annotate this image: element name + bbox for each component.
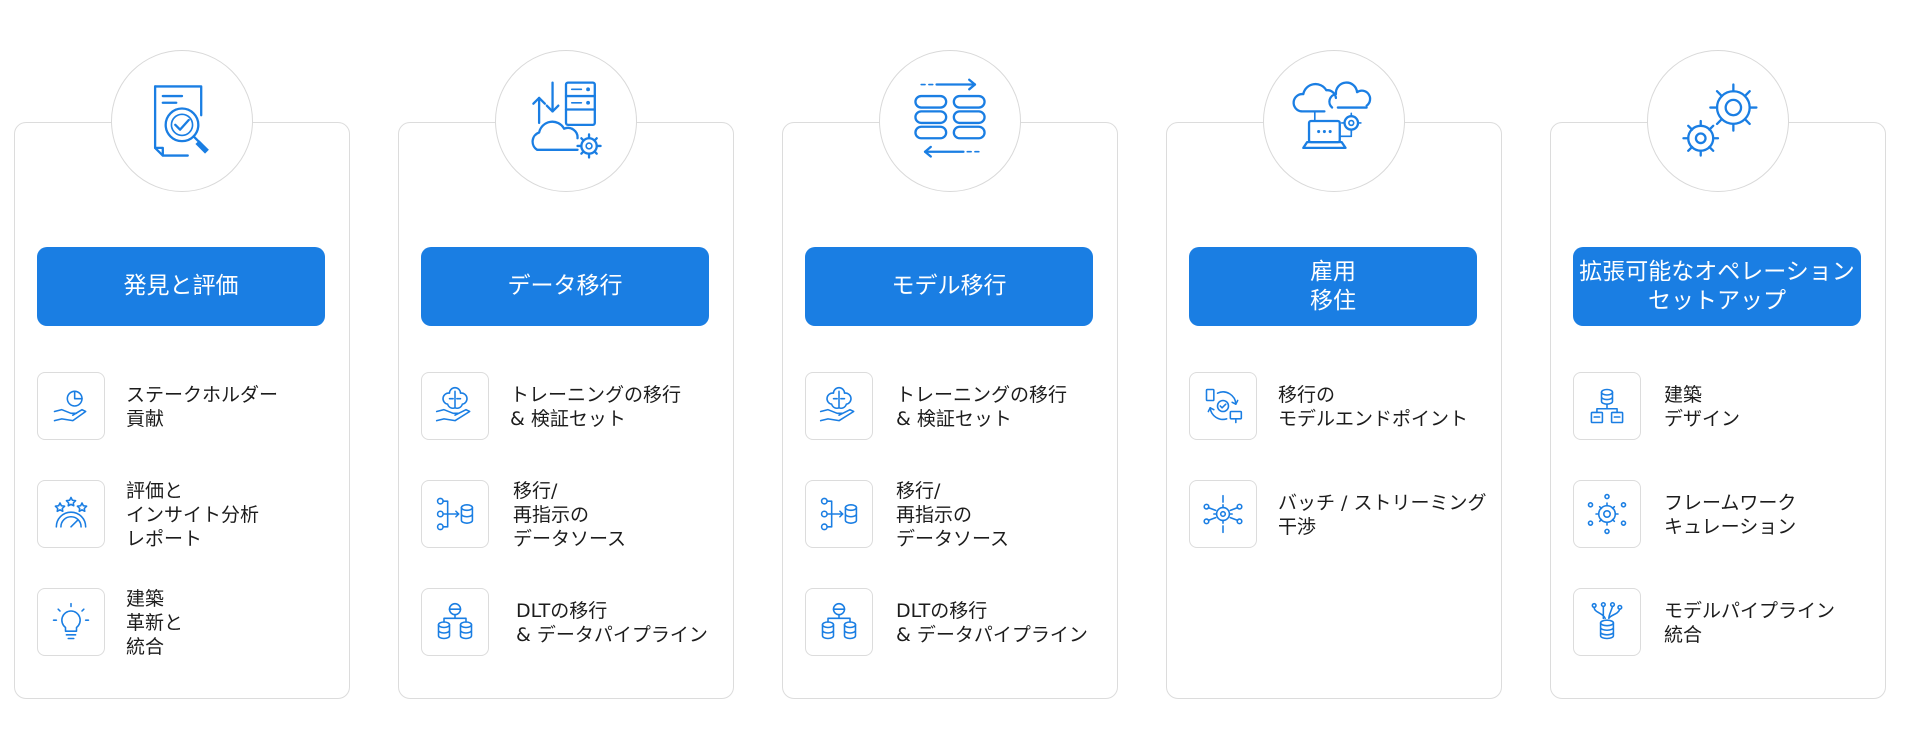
item-label: フレームワーク キュレーション — [1664, 492, 1797, 538]
item-label: 移行/ 再指示の データソース — [513, 480, 627, 550]
column-title: 拡張可能なオペレーション セットアップ — [1573, 247, 1861, 326]
nodes-to-database-icon — [421, 480, 489, 548]
list-item: DLTの移行 & データパイプライン — [805, 588, 1105, 658]
item-label: 移行/ 再指示の データソース — [896, 480, 1010, 550]
list-item: モデルパイプライン 統合 — [1573, 588, 1873, 658]
list-item: 建築 革新と 統合 — [37, 588, 337, 658]
item-label: ステークホルダー 貢献 — [126, 384, 279, 430]
column-scalable-operations: 拡張可能なオペレーション セットアップ 建築 デザイン — [1550, 0, 1886, 746]
list-item: ステークホルダー 貢献 — [37, 372, 337, 442]
hand-brain-icon — [805, 372, 873, 440]
item-label: モデルパイプライン 統合 — [1664, 600, 1836, 646]
cloud-server-transfer-icon — [495, 50, 637, 192]
item-label: 移行の モデルエンドポイント — [1278, 384, 1469, 430]
list-item: 移行の モデルエンドポイント — [1189, 372, 1489, 442]
item-label: バッチ / ストリーミング 干渉 — [1278, 492, 1487, 538]
column-deployment: 雇用 移住 移行の モデルエンドポイント — [1166, 0, 1502, 746]
item-label: 建築 革新と 統合 — [126, 588, 184, 658]
hand-pie-chart-icon — [37, 372, 105, 440]
list-item: DLTの移行 & データパイプライン — [421, 588, 721, 658]
list-item: 移行/ 再指示の データソース — [421, 480, 721, 550]
gauge-stars-icon — [37, 480, 105, 548]
lightbulb-icon — [37, 588, 105, 656]
column-data-migration: データ移行 トレーニングの移行 & 検証セット 移行/ 再指示の データソース — [398, 0, 734, 746]
pipeline-database-icon — [1573, 588, 1641, 656]
item-label: DLTの移行 & データパイプライン — [516, 600, 708, 646]
column-title: モデル移行 — [805, 247, 1093, 326]
database-transfer-arrows-icon — [879, 50, 1021, 192]
item-label: 評価と インサイト分析 レポート — [126, 480, 260, 550]
column-title: 雇用 移住 — [1189, 247, 1477, 326]
gear-network-icon — [1189, 480, 1257, 548]
list-item: 建築 デザイン — [1573, 372, 1873, 442]
item-label: 建築 デザイン — [1664, 384, 1741, 430]
nodes-to-database-icon — [805, 480, 873, 548]
column-title: データ移行 — [421, 247, 709, 326]
cloud-laptop-gear-icon — [1263, 50, 1405, 192]
gears-icon — [1647, 50, 1789, 192]
column-model-migration: モデル移行 トレーニングの移行 & 検証セット 移行/ 再指示の データソース — [782, 0, 1118, 746]
list-item: 評価と インサイト分析 レポート — [37, 480, 337, 550]
item-label: トレーニングの移行 & 検証セット — [896, 384, 1068, 430]
magnifier-document-icon — [111, 50, 253, 192]
column-discovery: 発見と評価 ステークホルダー 貢献 評価と インサイト分析 レポート — [14, 0, 350, 746]
device-sync-check-icon — [1189, 372, 1257, 440]
gear-nodes-icon — [1573, 480, 1641, 548]
database-network-icon — [805, 588, 873, 656]
hand-brain-icon — [421, 372, 489, 440]
item-label: DLTの移行 & データパイプライン — [896, 600, 1088, 646]
list-item: バッチ / ストリーミング 干渉 — [1189, 480, 1489, 550]
list-item: フレームワーク キュレーション — [1573, 480, 1873, 550]
database-hierarchy-icon — [1573, 372, 1641, 440]
list-item: トレーニングの移行 & 検証セット — [805, 372, 1105, 442]
database-network-icon — [421, 588, 489, 656]
item-label: トレーニングの移行 & 検証セット — [510, 384, 682, 430]
list-item: 移行/ 再指示の データソース — [805, 480, 1105, 550]
list-item: トレーニングの移行 & 検証セット — [421, 372, 721, 442]
column-title: 発見と評価 — [37, 247, 325, 326]
